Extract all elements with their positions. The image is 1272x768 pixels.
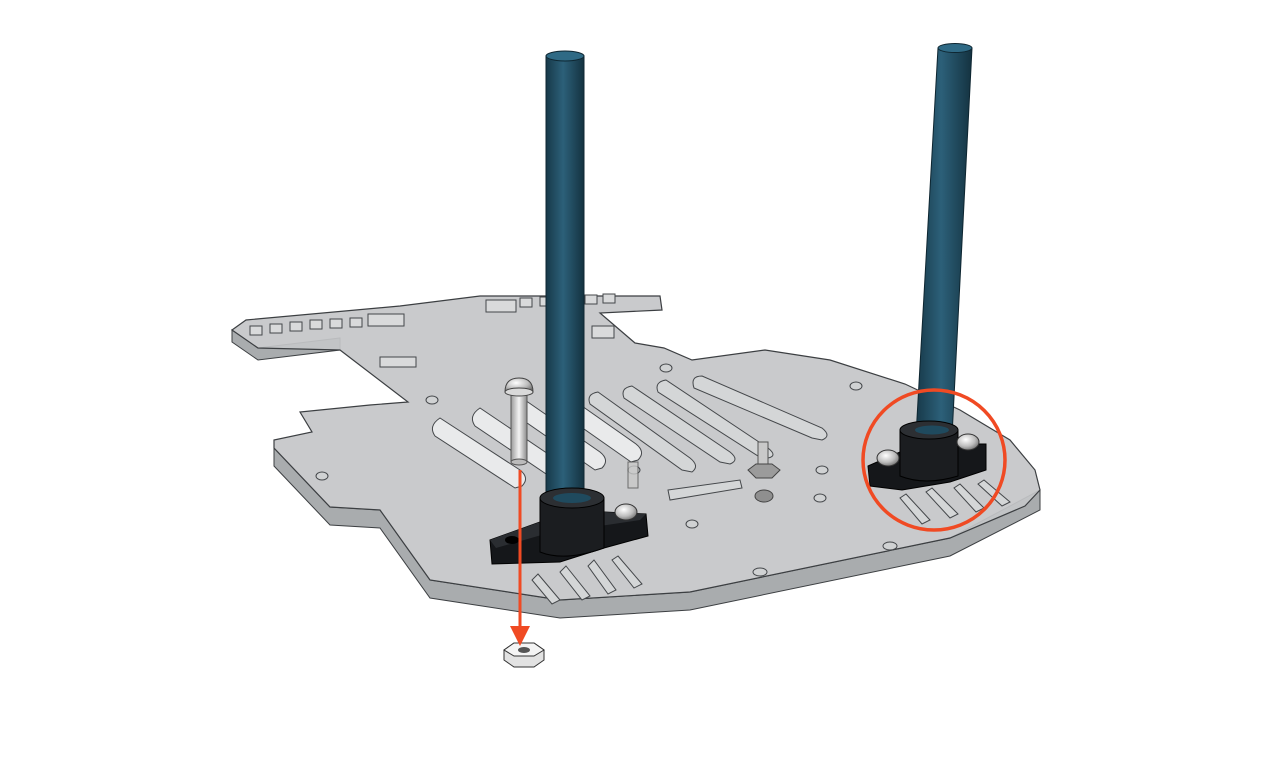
hex-nut (503, 642, 545, 668)
cutout (349, 317, 363, 328)
highlight-circle-icon (861, 388, 1007, 532)
slot (692, 375, 828, 441)
slot (925, 487, 959, 519)
hole (315, 471, 329, 481)
slot (588, 391, 696, 473)
hole (659, 363, 673, 373)
slot (559, 565, 591, 601)
cutout (379, 356, 417, 368)
hole (425, 395, 439, 405)
hole (685, 519, 699, 529)
screw-head-icon (614, 503, 638, 521)
tab-cutouts (249, 293, 616, 368)
hole (882, 541, 898, 551)
hole (849, 381, 863, 391)
center-screw (627, 441, 781, 503)
standoff-rod-right (915, 43, 973, 437)
slot (953, 483, 985, 513)
slots-center-group (588, 375, 828, 501)
screw-head-icon (876, 433, 980, 467)
bolt (504, 377, 534, 466)
cutout (367, 313, 405, 327)
rod-bracket-left (489, 487, 649, 565)
slot (899, 493, 931, 525)
slot (667, 479, 743, 501)
slot (611, 555, 643, 589)
cutout (309, 319, 323, 330)
slot (622, 385, 736, 465)
slot (977, 479, 1011, 507)
cutout (269, 323, 283, 334)
cutout (584, 294, 598, 305)
slots-right-group (899, 479, 1011, 525)
cutout (289, 321, 303, 332)
cutout (249, 325, 263, 336)
insert-arrow-icon (510, 470, 530, 646)
cutout (329, 318, 343, 329)
slot (587, 559, 617, 595)
cutout (485, 299, 517, 313)
slot (531, 573, 561, 605)
cutout (591, 325, 615, 339)
hole (815, 465, 829, 475)
hole (813, 493, 827, 503)
standoff-rod-left (545, 50, 585, 505)
rod-bracket-right (867, 420, 987, 491)
hole (752, 567, 768, 577)
cutout (519, 297, 533, 308)
slots-front-group (531, 555, 643, 605)
cutout (602, 293, 616, 304)
